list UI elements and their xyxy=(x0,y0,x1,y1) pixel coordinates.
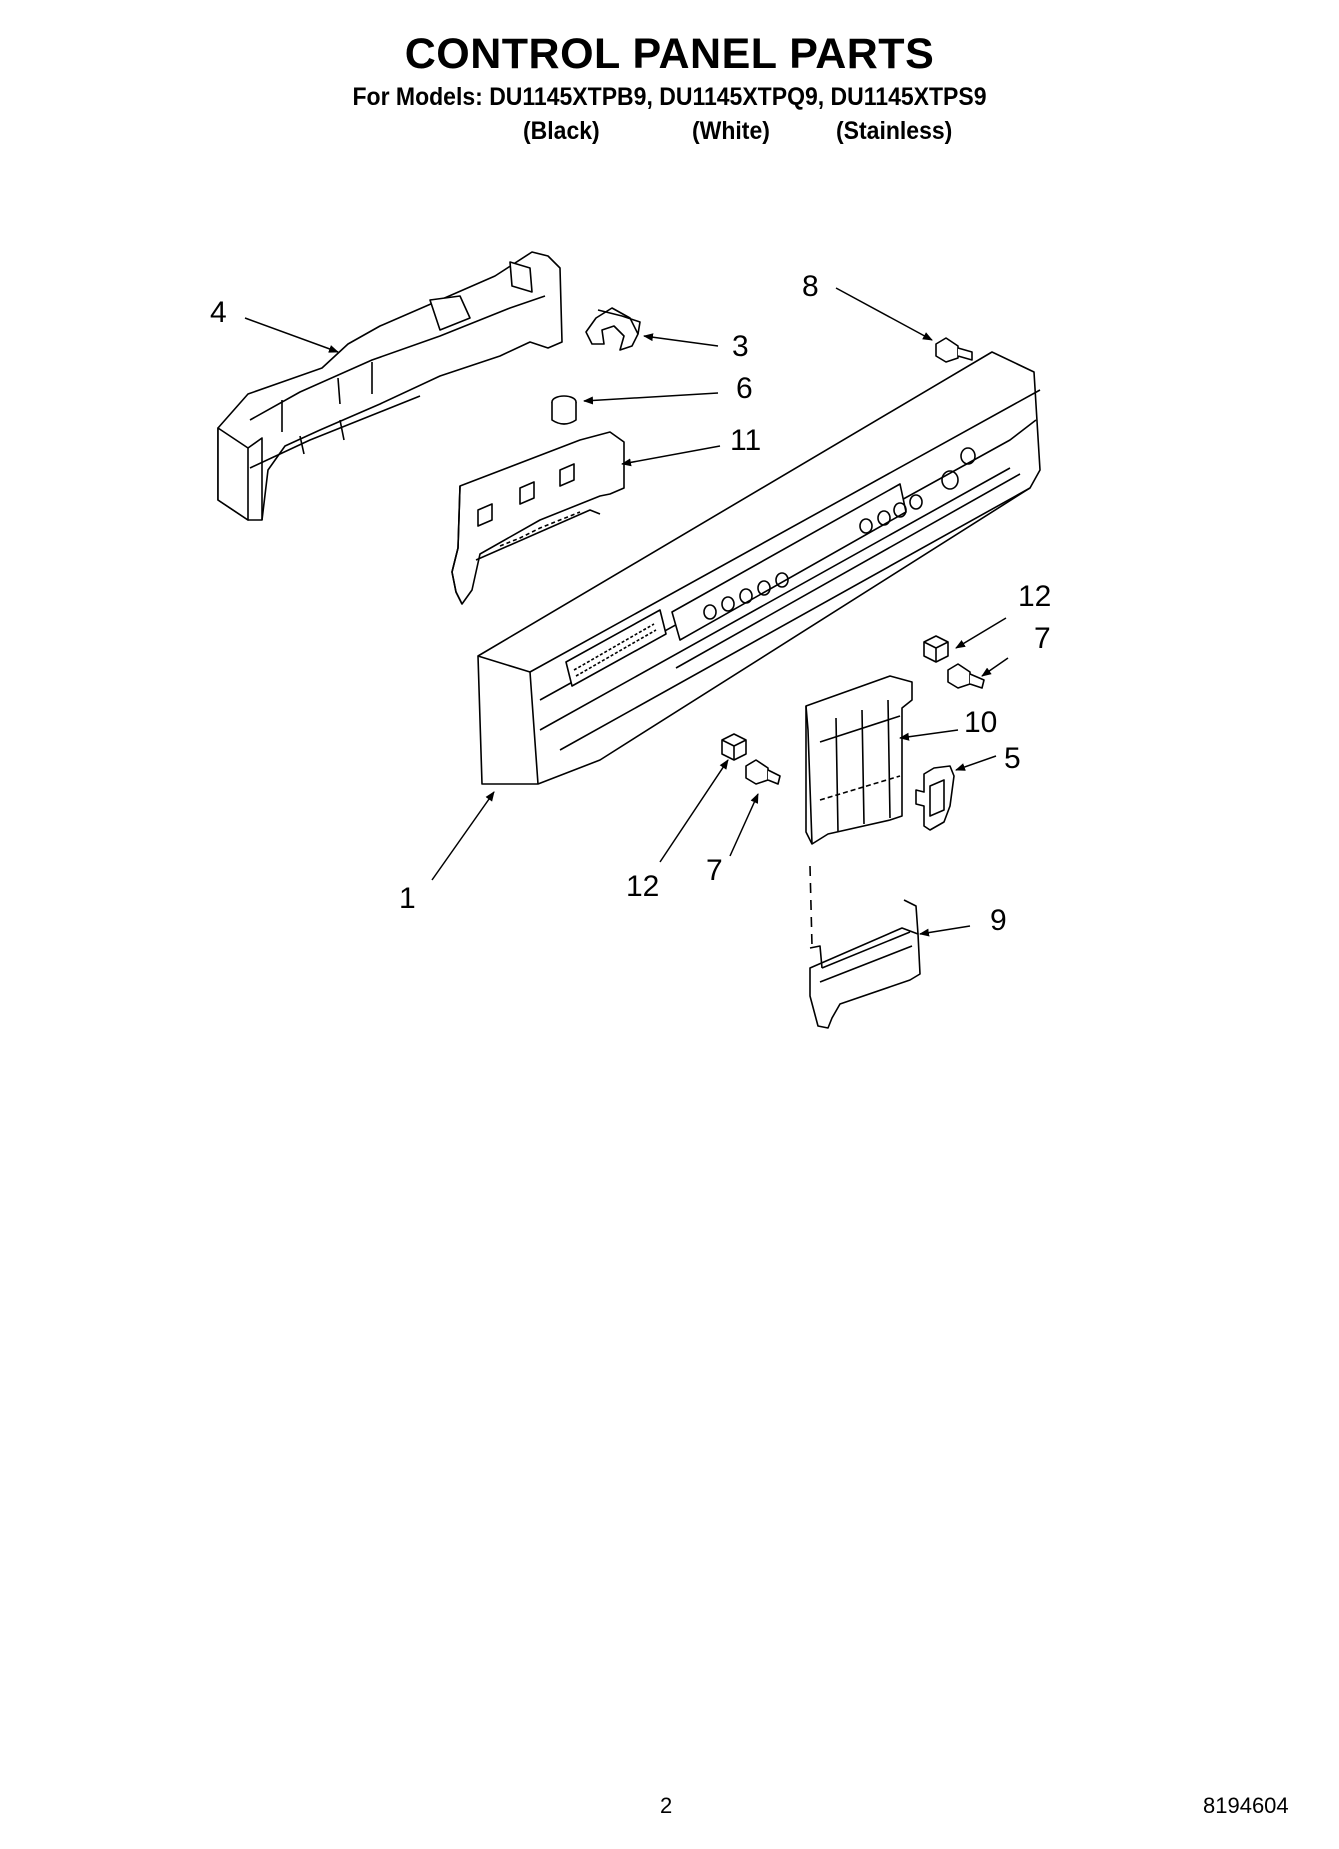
callout-12-upper: 12 xyxy=(1018,580,1051,613)
callout-6: 6 xyxy=(736,372,753,405)
leader-lines xyxy=(244,287,1009,937)
callout-5: 5 xyxy=(1004,742,1021,775)
callout-7-upper: 7 xyxy=(1034,622,1051,655)
part-3-clip xyxy=(585,307,641,351)
part-5-latch xyxy=(915,765,955,831)
callout-9: 9 xyxy=(990,904,1007,937)
variant-white: (White) xyxy=(692,117,770,145)
part-8-screw xyxy=(935,337,973,363)
callout-8: 8 xyxy=(802,270,819,303)
page-title: CONTROL PANEL PARTS xyxy=(404,30,935,78)
models-line: For Models: DU1145XTPB9, DU1145XTPQ9, DU… xyxy=(352,83,987,111)
part-7-screw-upper xyxy=(947,663,985,689)
variant-stainless: (Stainless) xyxy=(836,117,953,145)
variant-black: (Black) xyxy=(523,117,600,145)
callout-11: 11 xyxy=(730,424,761,457)
part-12-clip-upper xyxy=(923,635,949,663)
part-10-bracket xyxy=(805,675,913,845)
page-number: 2 xyxy=(660,1793,673,1818)
callout-12-lower: 12 xyxy=(626,870,659,903)
document-number: 8194604 xyxy=(1203,1793,1289,1818)
callout-10: 10 xyxy=(964,706,997,739)
part-12-clip-lower xyxy=(721,733,747,761)
part-1-console-panel xyxy=(477,351,1041,785)
part-4-bracket xyxy=(217,251,563,521)
part-11-control-board xyxy=(451,431,625,605)
callout-1: 1 xyxy=(399,882,416,915)
part-6-button xyxy=(551,395,577,425)
part-9-bracket xyxy=(809,899,921,1029)
callouts: 4 3 6 11 8 12 7 10 5 12 7 1 9 xyxy=(210,270,1051,937)
callout-7-lower: 7 xyxy=(706,854,723,887)
callout-4: 4 xyxy=(210,296,227,329)
callout-3: 3 xyxy=(732,330,749,363)
part-7-screw-lower xyxy=(745,759,781,785)
